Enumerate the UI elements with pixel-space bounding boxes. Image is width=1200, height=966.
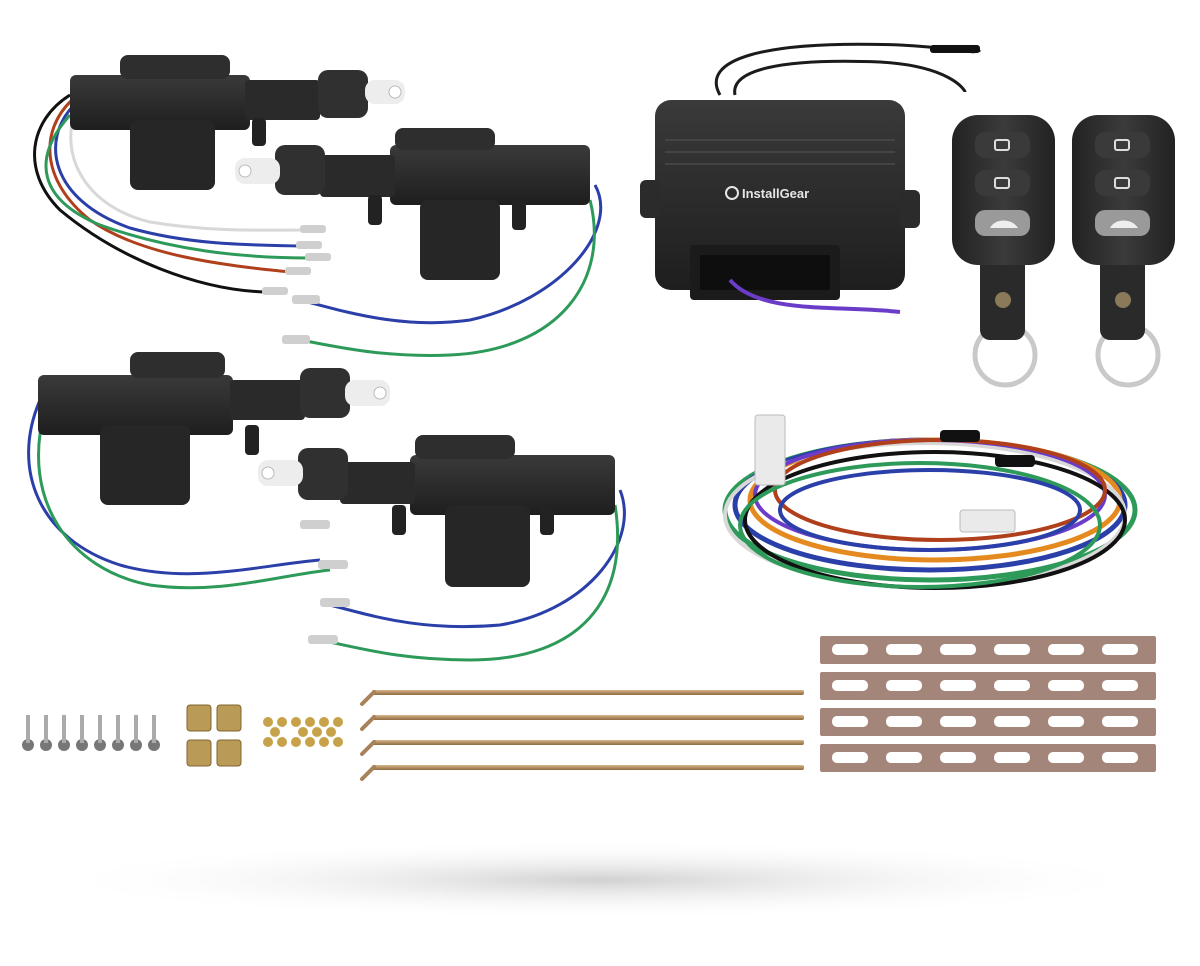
mounting-screw — [148, 715, 160, 751]
mounting-screw — [94, 715, 106, 751]
wiring-harness — [722, 414, 1138, 590]
lock-rod-set — [360, 690, 804, 781]
lock-rod — [360, 740, 804, 756]
remote-key-fob — [1072, 115, 1175, 388]
lock-icon — [975, 132, 1030, 158]
mounting-screw-set — [22, 715, 160, 751]
floor-shadow — [40, 840, 1160, 920]
mounting-bracket — [820, 744, 1156, 772]
mounting-bracket — [820, 636, 1156, 664]
mounting-screw — [22, 715, 34, 751]
rod-clamp — [186, 739, 212, 767]
mounting-bracket — [820, 708, 1156, 736]
door-lock-actuator — [235, 128, 602, 357]
mounting-screw — [130, 715, 142, 751]
door-lock-actuator — [258, 435, 626, 662]
mounting-screw — [76, 715, 88, 751]
mounting-bracket-set — [820, 636, 1156, 772]
door-lock-actuator — [27, 352, 390, 590]
door-lock-actuator — [33, 55, 405, 295]
clamp-screw-set — [263, 717, 343, 747]
brand-logo: InstallGear — [725, 186, 809, 201]
mounting-screw — [112, 715, 124, 751]
mounting-screw — [58, 715, 70, 751]
unlock-icon — [975, 170, 1030, 196]
lock-rod — [360, 690, 804, 706]
control-module: InstallGear — [640, 42, 982, 314]
rod-clamp — [216, 739, 242, 767]
rod-clamp — [216, 704, 242, 732]
rod-clamp — [186, 704, 212, 732]
mounting-screw — [40, 715, 52, 751]
mounting-bracket — [820, 672, 1156, 700]
lock-rod — [360, 715, 804, 731]
remote-key-fob — [952, 115, 1055, 388]
brand-label: InstallGear — [742, 186, 809, 201]
unlock-icon — [1095, 170, 1150, 196]
rod-clamp-set — [186, 704, 242, 767]
lock-icon — [1095, 132, 1150, 158]
lock-rod — [360, 765, 804, 781]
